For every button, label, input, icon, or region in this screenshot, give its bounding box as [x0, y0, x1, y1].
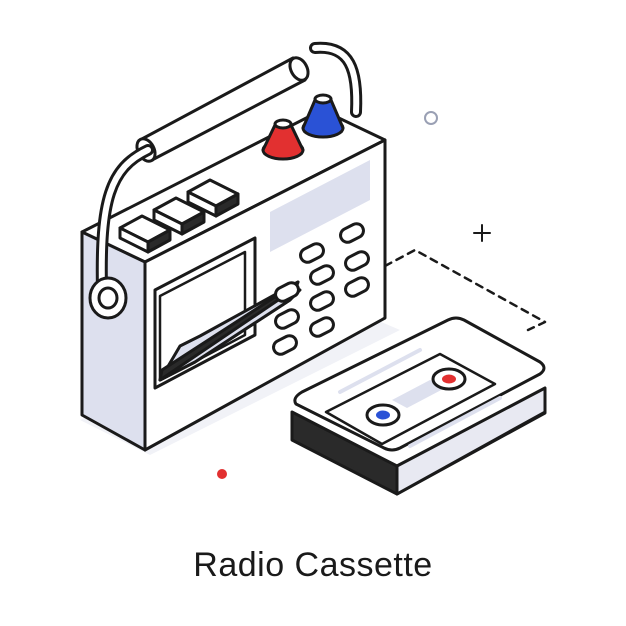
blue-reel-icon — [365, 403, 401, 427]
illustration-caption: Radio Cassette — [193, 546, 433, 584]
plus-sparkle-icon — [473, 224, 491, 242]
ring-sparkle-icon — [424, 111, 438, 125]
keypad-icon — [272, 222, 370, 356]
display-panel — [270, 160, 370, 252]
handle-bar-icon — [135, 56, 310, 163]
dashed-connector — [383, 248, 547, 332]
radio-cassette-illustration — [80, 41, 547, 496]
blue-knob-icon — [301, 93, 345, 139]
red-knob-icon — [261, 118, 305, 161]
radio-side-face — [80, 230, 147, 452]
tape-window — [392, 380, 445, 408]
red-reel-icon — [431, 367, 467, 391]
cassette-tape-icon — [290, 316, 547, 496]
top-keys-icon — [118, 178, 240, 254]
dot-sparkle-icon — [217, 469, 227, 479]
